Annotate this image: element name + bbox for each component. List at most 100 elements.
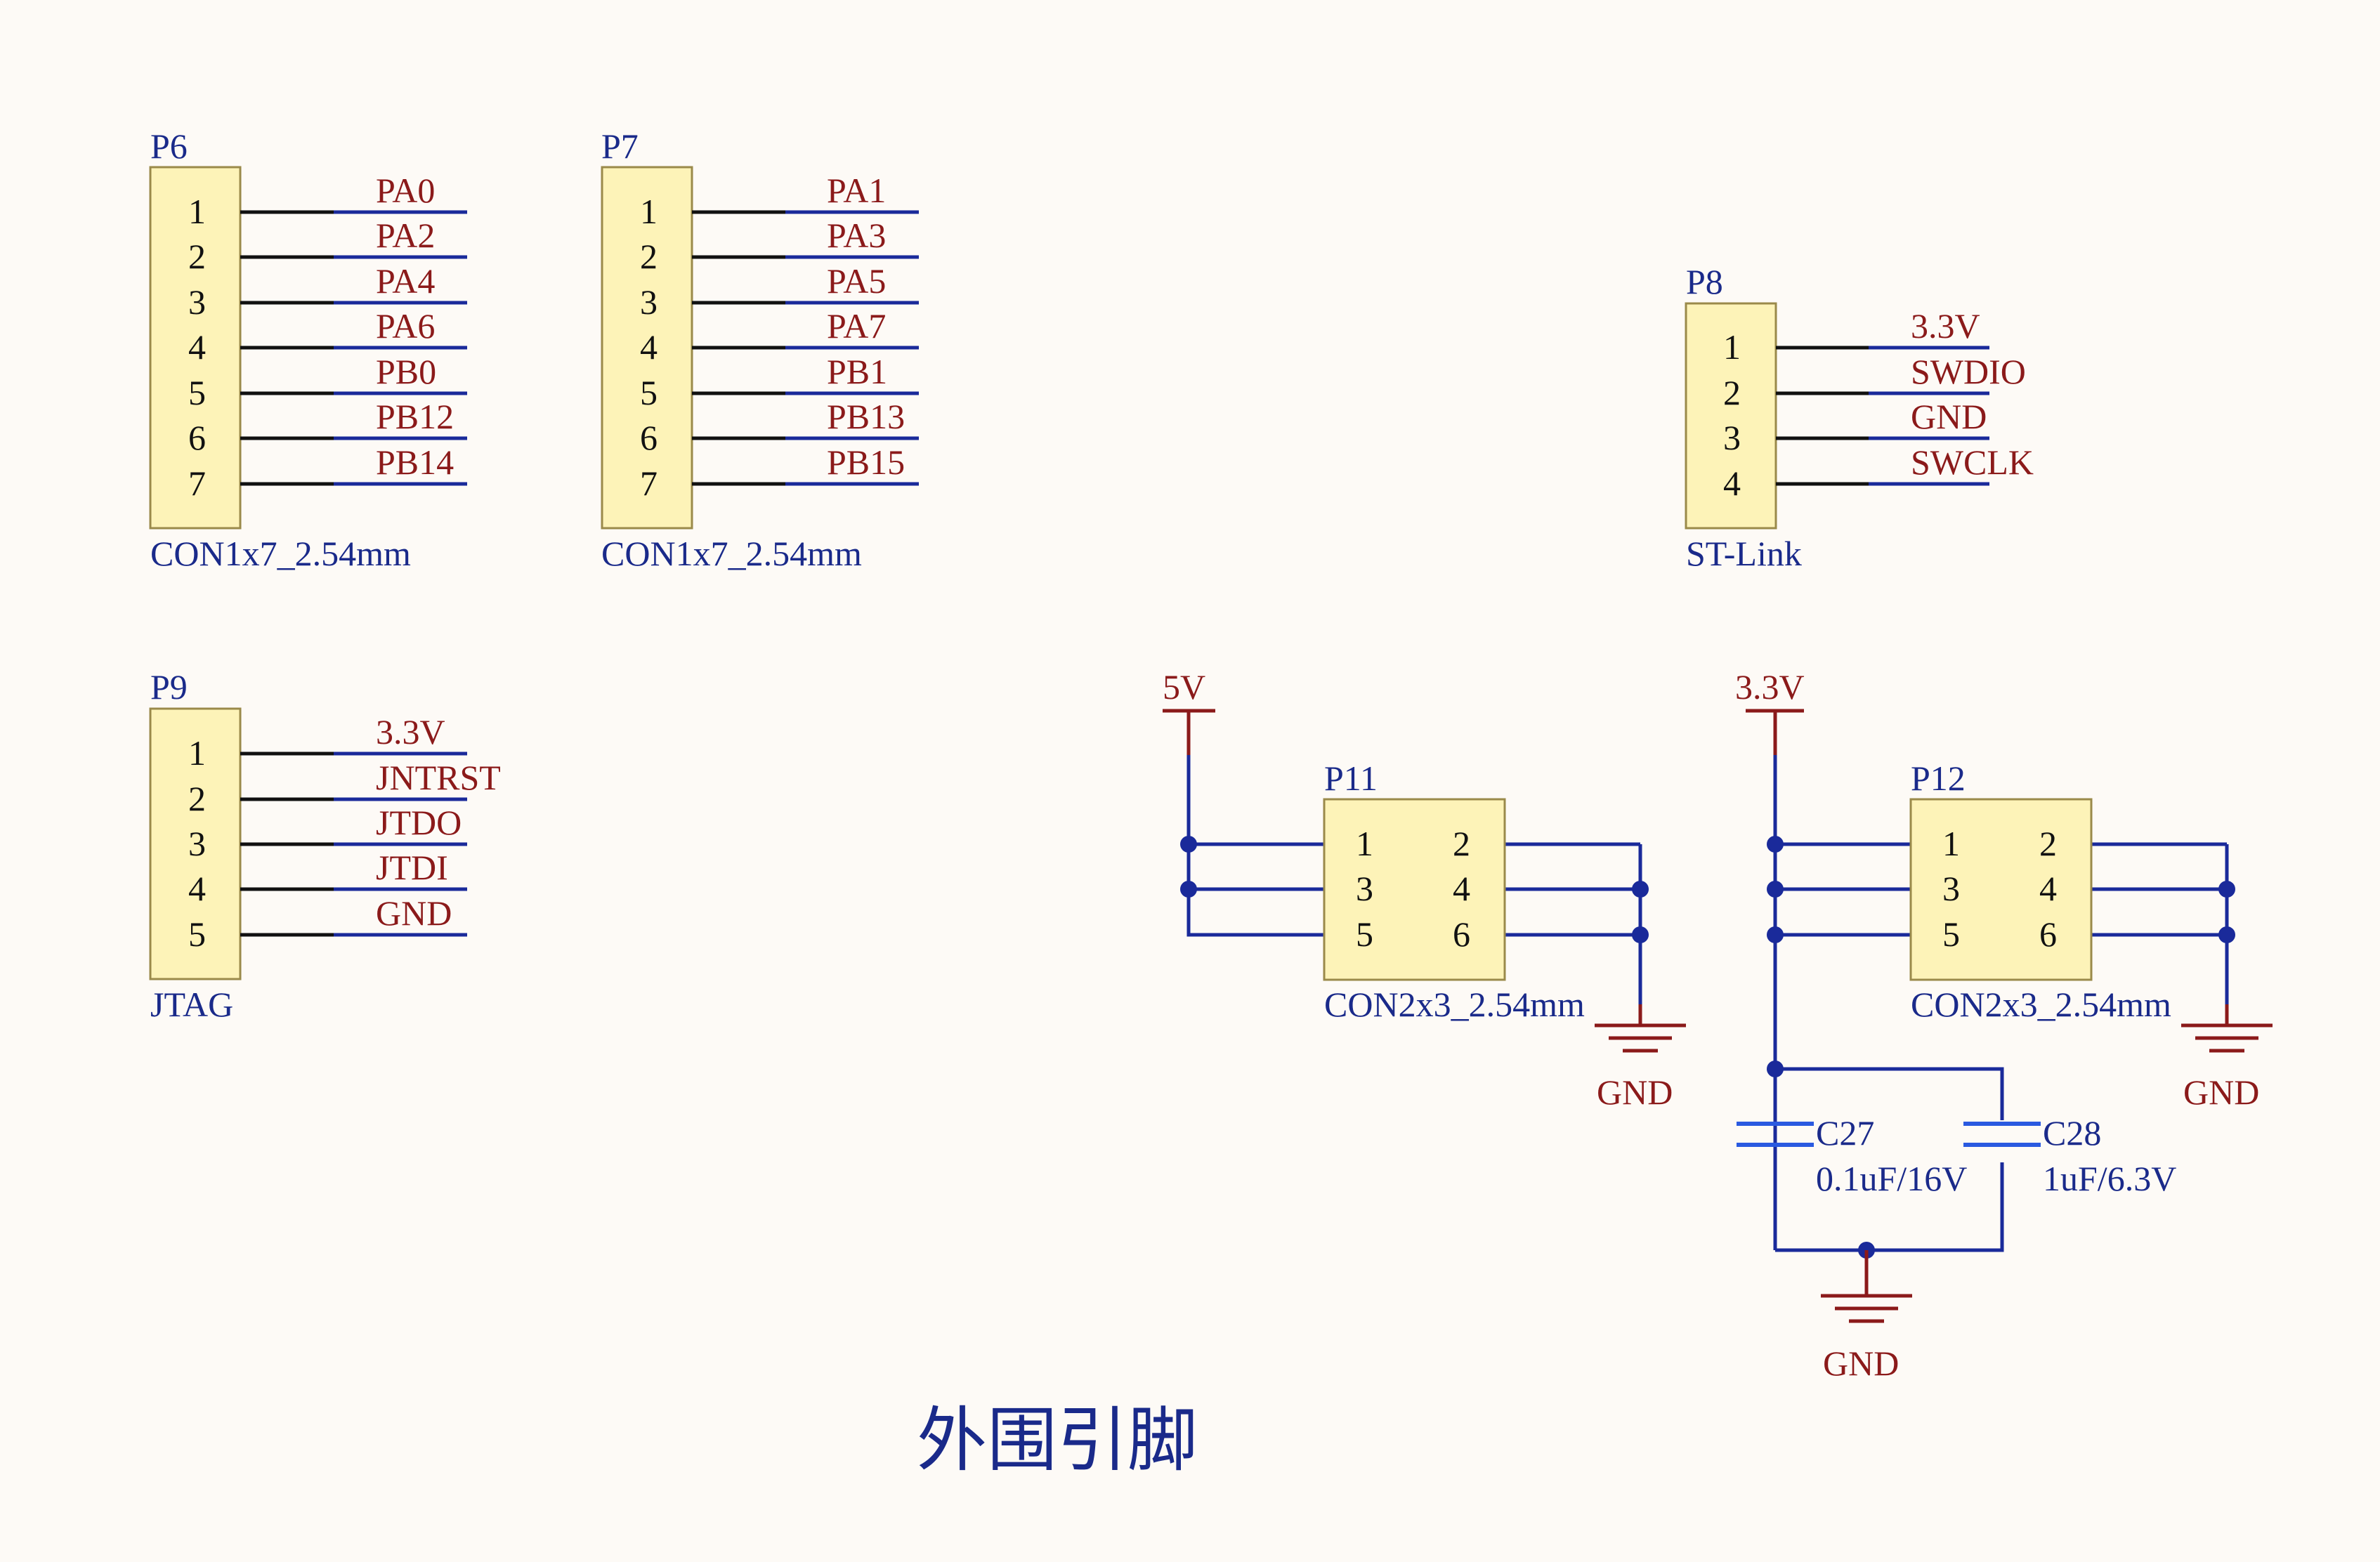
- p8-pin-1: 1 3.3V: [1723, 306, 1989, 367]
- p6-net-label: PB12: [376, 397, 454, 436]
- p6-pin-6: 6 PB12: [188, 397, 467, 457]
- p7-pin-2: 2 PA3: [640, 216, 919, 276]
- p9-net-label: 3.3V: [376, 712, 445, 752]
- p6-pin-number: 6: [188, 418, 206, 457]
- p9-pin-number: 3: [188, 824, 206, 863]
- p11-ref: P11: [1324, 759, 1378, 798]
- p8-net-label: 3.3V: [1911, 306, 1980, 346]
- p11-pin-number: 3: [1356, 869, 1373, 908]
- p12-body: [1909, 798, 2093, 981]
- junction-dot: [2218, 926, 2235, 943]
- p6-pin-4: 4 PA6: [188, 306, 467, 367]
- p11-body: [1323, 798, 1506, 981]
- p12-pin-number: 6: [2039, 914, 2057, 954]
- junction-dot: [1767, 836, 1784, 853]
- p6-net-label: PA0: [376, 171, 435, 210]
- p7-pin-number: 7: [640, 464, 658, 503]
- gnd-symbol-p11: GND: [1595, 1004, 1686, 1112]
- p9-ref: P9: [150, 667, 188, 707]
- p9-net-label: GND: [376, 893, 452, 933]
- p6-pin-3: 3 PA4: [188, 261, 467, 322]
- connector-p12: P12 1 2 3 4 5 6 CON2x3_2.54mm: [1909, 759, 2171, 1024]
- junction-dot: [1180, 881, 1197, 898]
- p7-pin-1: 1 PA1: [640, 171, 919, 231]
- p9-pin-5: 5 GND: [188, 893, 467, 954]
- p9-pin-number: 2: [188, 779, 206, 818]
- p6-value: CON1x7_2.54mm: [150, 534, 411, 573]
- wires-p11: [1180, 755, 1649, 1015]
- p12-pin-number: 3: [1942, 869, 1960, 908]
- p8-pin-number: 1: [1723, 327, 1741, 367]
- p6-pin-number: 2: [188, 237, 206, 276]
- connector-p9: P9 1 3.3V 2 JNTRST 3 JTDO 4 JTDI: [149, 667, 501, 1024]
- p9-net-label: JTDI: [376, 848, 448, 887]
- p8-pin-number: 3: [1723, 418, 1741, 457]
- junction-dot: [1767, 1061, 1784, 1077]
- p7-net-label: PB15: [827, 442, 905, 482]
- gnd-label: GND: [1823, 1344, 1899, 1383]
- p6-net-label: PB14: [376, 442, 454, 482]
- p7-net-label: PA1: [827, 171, 886, 210]
- p6-pin-number: 3: [188, 282, 206, 322]
- p7-ref: P7: [601, 126, 639, 166]
- gnd-label: GND: [2183, 1072, 2259, 1112]
- p7-pin-number: 2: [640, 237, 658, 276]
- p9-pin-3: 3 JTDO: [188, 803, 467, 863]
- p9-net-label: JNTRST: [376, 758, 501, 797]
- p7-pin-3: 3 PA5: [640, 261, 919, 322]
- p7-net-label: PB13: [827, 397, 905, 436]
- gnd-symbol-caps: GND: [1821, 1250, 1912, 1383]
- connector-p7: P7 1 PA1 2 PA3 3 PA5 4 PA7: [601, 126, 919, 573]
- c28-value: 1uF/6.3V: [2043, 1159, 2176, 1198]
- power-5v: 5V: [1163, 667, 1215, 755]
- junction-dot: [1180, 836, 1197, 853]
- capacitor-c27: C27 0.1uF/16V: [1737, 1113, 1967, 1198]
- connector-p6: P6 1 PA0 2 PA2 3 PA4 4 PA6: [149, 126, 467, 573]
- c27-value: 0.1uF/16V: [1816, 1159, 1967, 1198]
- connector-p11: P11 1 2 3 4 5 6 CON2x3_2.54mm: [1323, 759, 1585, 1024]
- power-5v-label: 5V: [1163, 667, 1205, 707]
- c28-ref: C28: [2043, 1113, 2101, 1153]
- p12-value: CON2x3_2.54mm: [1911, 985, 2171, 1024]
- p8-ref: P8: [1686, 262, 1723, 301]
- p12-pin-number: 5: [1942, 914, 1960, 954]
- p7-pin-number: 3: [640, 282, 658, 322]
- p9-pin-number: 1: [188, 733, 206, 773]
- p9-pin-4: 4 JTDI: [188, 848, 467, 908]
- p6-ref: P6: [150, 126, 188, 166]
- p6-pin-number: 7: [188, 464, 206, 503]
- gnd-symbol-p12: GND: [2181, 1004, 2273, 1112]
- p11-pin-number: 5: [1356, 914, 1373, 954]
- p6-pin-number: 5: [188, 373, 206, 412]
- p8-value: ST-Link: [1686, 534, 1802, 573]
- p6-net-label: PB0: [376, 352, 436, 391]
- power-3v3: 3.3V: [1735, 667, 1805, 755]
- junction-dot: [1632, 926, 1649, 943]
- p9-net-label: JTDO: [376, 803, 462, 842]
- p8-pin-number: 4: [1723, 464, 1741, 503]
- junction-dot: [1632, 881, 1649, 898]
- p6-net-label: PA2: [376, 216, 435, 255]
- power-3v3-label: 3.3V: [1735, 667, 1805, 707]
- p7-value: CON1x7_2.54mm: [601, 534, 862, 573]
- p11-pin-number: 4: [1453, 869, 1470, 908]
- p7-body: [601, 166, 693, 530]
- p9-pin-number: 5: [188, 914, 206, 954]
- p6-net-label: PA6: [376, 306, 435, 346]
- p7-net-label: PA5: [827, 261, 886, 301]
- p9-pin-2: 2 JNTRST: [188, 758, 501, 818]
- p8-pin-2: 2 SWDIO: [1723, 352, 2026, 412]
- p11-value: CON2x3_2.54mm: [1324, 985, 1585, 1024]
- p8-body: [1685, 302, 1777, 530]
- p6-pin-1: 1 PA0: [188, 171, 467, 231]
- p11-pin-number: 6: [1453, 914, 1470, 954]
- p8-net-label: SWDIO: [1911, 352, 2026, 391]
- p7-net-label: PA3: [827, 216, 886, 255]
- p6-net-label: PA4: [376, 261, 435, 301]
- p12-ref: P12: [1911, 759, 1966, 798]
- p7-pin-number: 4: [640, 327, 658, 367]
- p7-pin-7: 7 PB15: [640, 442, 919, 503]
- junction-dot: [1767, 881, 1784, 898]
- gnd-label: GND: [1597, 1072, 1673, 1112]
